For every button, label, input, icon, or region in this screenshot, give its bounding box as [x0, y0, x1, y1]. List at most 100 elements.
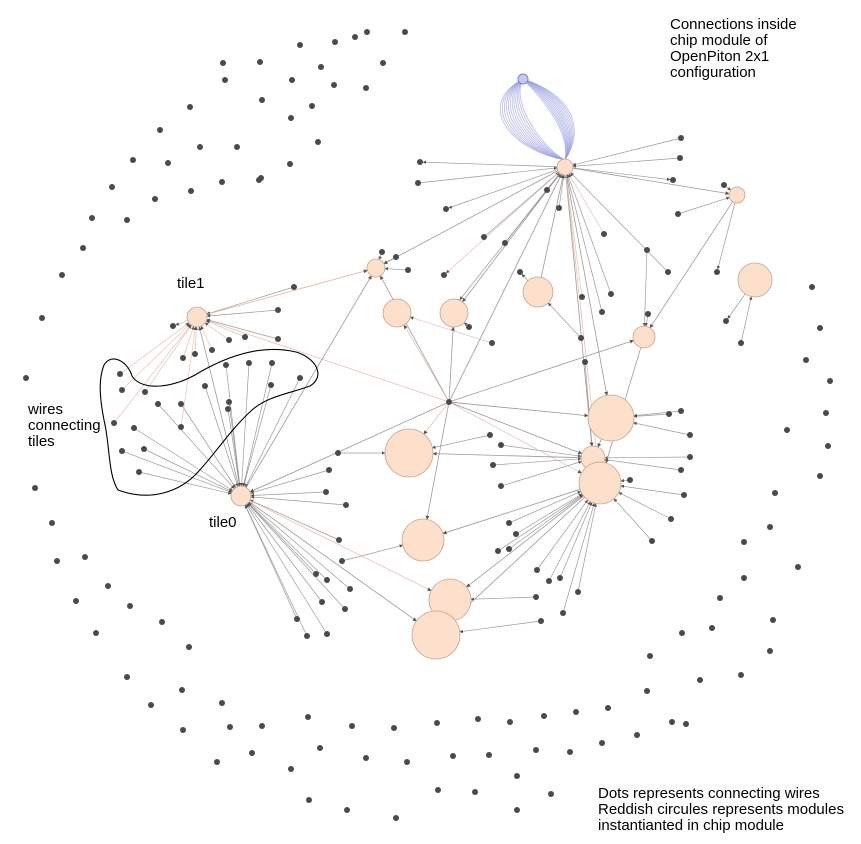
- wire-dot-outer-21: [93, 630, 99, 636]
- wire-dot-outer-6: [187, 104, 193, 110]
- module-edge-2: [448, 326, 456, 400]
- wire-edge-34: [206, 318, 279, 340]
- module-edge-10: [451, 403, 582, 474]
- wire-dot-92: [687, 454, 693, 460]
- wire-dot-outer-9: [109, 184, 115, 190]
- wire-dot-16: [601, 231, 607, 237]
- wire-dot-23: [517, 269, 523, 275]
- wire-dot-outer-49: [486, 752, 492, 758]
- wire-dot-32: [291, 284, 297, 290]
- wire-edge-18: [566, 174, 603, 313]
- wire-edge-41: [225, 364, 242, 487]
- module-node-b: [366, 258, 386, 278]
- wire-dot-outer-85: [220, 60, 226, 66]
- module-edge-11: [206, 319, 447, 402]
- self-loop-edge-10: [518, 78, 566, 161]
- wire-dot-83: [546, 578, 552, 584]
- wire-dot-9: [677, 155, 683, 161]
- wire-dot-11: [675, 211, 681, 217]
- wire-dot-48: [155, 401, 161, 407]
- wire-edge-84: [559, 502, 593, 579]
- wire-edge-93: [604, 458, 682, 471]
- wire-dot-outer-104: [165, 160, 171, 166]
- module-layer: [186, 158, 773, 660]
- wire-dot-outer-46: [450, 753, 456, 759]
- wire-edge-15: [570, 172, 669, 273]
- wire-dot-52: [131, 425, 137, 431]
- wire-edge-78: [508, 491, 582, 524]
- wire-dot-outer-95: [289, 77, 295, 83]
- wire-dot-62: [323, 489, 329, 495]
- wire-dot-outer-41: [393, 815, 399, 821]
- self-loop-edge-9: [516, 78, 566, 161]
- wire-dot-55: [141, 446, 147, 452]
- wire-edge-59: [227, 408, 241, 487]
- wire-dot-54: [119, 448, 125, 454]
- wire-dot-outer-12: [59, 272, 65, 278]
- wire-edge-49: [144, 324, 192, 393]
- wire-dot-56: [136, 469, 142, 475]
- module-edge-26: [245, 275, 372, 488]
- wire-dot-72: [304, 633, 310, 639]
- wire-edge-29: [459, 173, 561, 300]
- wire-dot-37: [209, 347, 215, 353]
- edge-layer: [113, 137, 753, 637]
- wire-dot-outer-25: [148, 702, 154, 708]
- wire-dot-outer-94: [318, 64, 324, 70]
- wire-dot-outer-47: [472, 789, 478, 795]
- wire-dot-80: [506, 546, 512, 552]
- wire-dot-outer-0: [297, 42, 303, 48]
- module-node-f: [737, 262, 773, 298]
- wire-edge-45: [245, 377, 301, 488]
- wire-dot-outer-15: [32, 485, 38, 491]
- annotation-legend: Dots represents connecting wires Reddish…: [598, 785, 844, 834]
- wire-edge-77: [500, 444, 582, 458]
- wire-edge-68: [248, 502, 351, 590]
- module-edge-31: [249, 500, 432, 592]
- wire-dot-34: [275, 336, 281, 342]
- wire-dot-31: [582, 359, 588, 365]
- wire-dot-outer-33: [249, 750, 255, 756]
- wire-dot-outer-64: [679, 630, 685, 636]
- wire-dot-36: [226, 337, 232, 343]
- wire-dot-outer-28: [179, 687, 185, 693]
- wire-dot-33: [275, 307, 281, 313]
- wire-dot-outer-60: [634, 732, 640, 738]
- wire-edge-37: [200, 325, 213, 351]
- wire-dot-77: [498, 442, 504, 448]
- wire-dot-17: [579, 294, 585, 300]
- wire-edge-76: [500, 460, 582, 487]
- wire-dot-88: [575, 589, 581, 595]
- wire-dot-15: [665, 269, 671, 275]
- wire-dot-outer-51: [507, 719, 513, 725]
- wire-edge-9: [572, 157, 681, 168]
- annotation-top-right: Connections inside chip module of OpenPi…: [670, 16, 797, 81]
- module-node-i: [587, 394, 635, 442]
- wire-dot-outer-66: [697, 677, 703, 683]
- wire-dot-outer-24: [159, 619, 165, 625]
- wire-edge-8: [572, 137, 682, 166]
- module-node-m: [401, 518, 445, 562]
- wire-edge-42: [240, 362, 250, 487]
- module-node-g: [632, 325, 656, 349]
- wire-edge-87: [562, 502, 596, 614]
- wire-dot-39: [180, 355, 186, 361]
- wire-edge-89: [633, 410, 682, 418]
- wire-dot-85: [533, 594, 539, 600]
- wire-dot-8: [678, 135, 684, 141]
- wire-dot-82: [534, 567, 540, 573]
- wire-edge-96: [613, 498, 653, 542]
- wire-dot-20: [645, 311, 651, 317]
- wire-edge-50: [121, 323, 191, 391]
- wire-dot-outer-3: [402, 29, 408, 35]
- wire-dot-10: [670, 177, 676, 183]
- tile0-label: tile0: [209, 514, 237, 531]
- wire-edge-55: [143, 448, 233, 492]
- wire-dot-79: [495, 548, 501, 554]
- wire-dot-junction: [446, 399, 452, 405]
- wire-dot-outer-17: [54, 558, 60, 564]
- wire-dot-65: [339, 558, 345, 564]
- wire-edge-2: [448, 169, 558, 209]
- wire-dot-outer-18: [82, 554, 88, 560]
- wire-edge-73: [245, 504, 328, 635]
